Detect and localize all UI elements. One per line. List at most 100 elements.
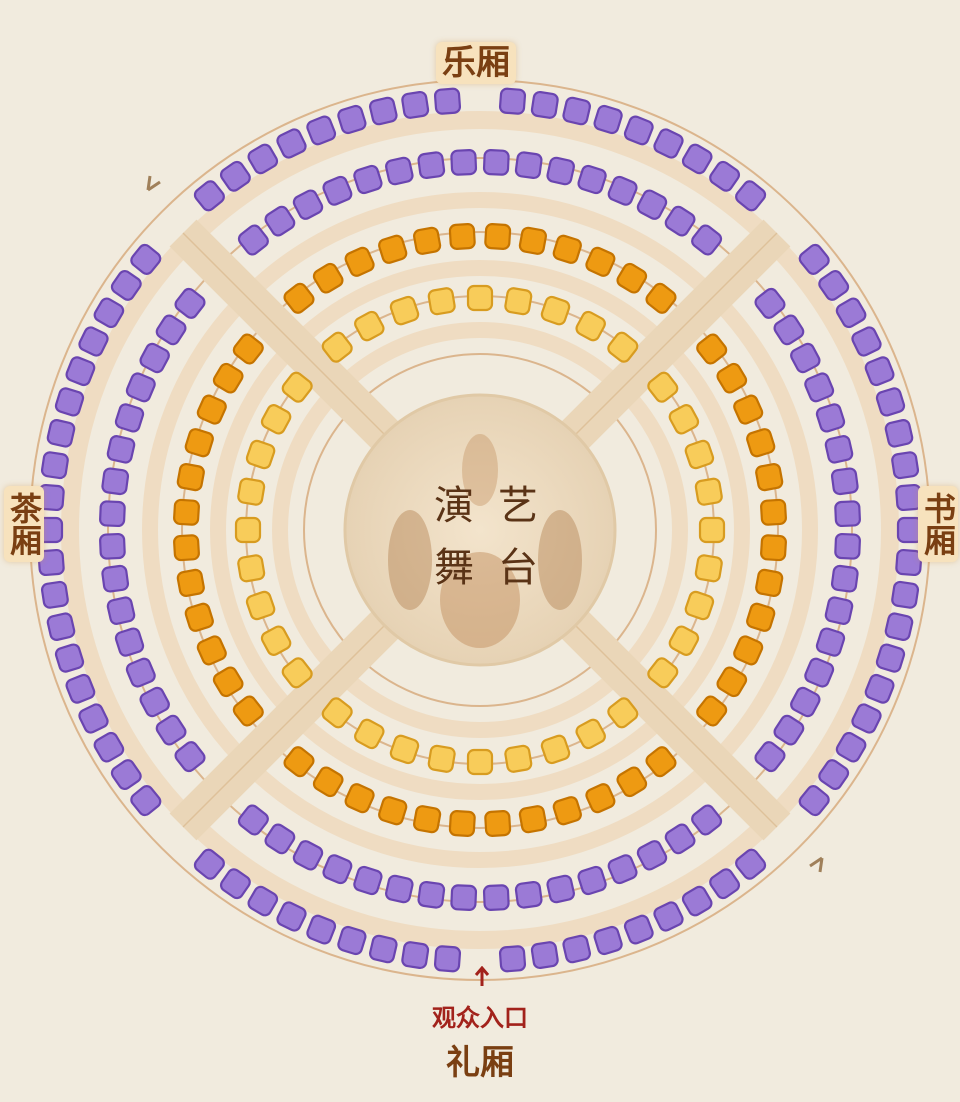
seat-purple[interactable] [652,127,684,159]
seat-orange[interactable] [173,534,200,562]
seat-yellow[interactable] [504,744,533,773]
seat-orange[interactable] [585,782,617,814]
seat-orange[interactable] [732,394,764,426]
seat-yellow[interactable] [260,403,293,436]
seat-purple[interactable] [834,532,861,560]
seat-orange[interactable] [615,262,648,295]
seat-orange[interactable] [746,602,776,632]
seat-orange[interactable] [212,362,245,395]
seat-purple[interactable] [401,941,430,970]
seat-orange[interactable] [413,226,442,255]
seat-purple[interactable] [99,500,126,528]
seat-yellow[interactable] [353,310,386,343]
seat-orange[interactable] [312,765,345,798]
seat-orange[interactable] [552,796,582,826]
seat-purple[interactable] [275,900,307,932]
seat-purple[interactable] [433,945,462,973]
seat-purple[interactable] [37,548,65,577]
seat-purple[interactable] [577,865,607,896]
seat-purple[interactable] [40,580,69,609]
seat-orange[interactable] [184,428,214,458]
seat-purple[interactable] [369,96,398,126]
seat-purple[interactable] [607,175,638,206]
seat-purple[interactable] [803,372,835,403]
seat-purple[interactable] [114,627,145,657]
seat-purple[interactable] [834,500,861,528]
seat-orange[interactable] [176,463,205,492]
seat-purple[interactable] [46,612,76,641]
seat-yellow[interactable] [694,477,723,506]
seat-purple[interactable] [875,387,906,417]
seat-purple[interactable] [54,387,85,417]
seat-purple[interactable] [482,884,510,911]
seat-purple[interactable] [817,269,850,302]
seat-purple[interactable] [734,847,768,881]
seat-yellow[interactable] [606,330,640,364]
seat-yellow[interactable] [684,590,715,621]
seat-orange[interactable] [282,745,316,779]
seat-purple[interactable] [817,758,850,791]
seat-purple[interactable] [385,156,414,186]
seat-purple[interactable] [623,115,654,146]
seat-purple[interactable] [263,822,296,855]
seat-purple[interactable] [369,934,398,964]
seat-orange[interactable] [196,635,228,667]
seat-purple[interactable] [353,164,383,195]
seat-orange[interactable] [695,694,729,728]
seat-yellow[interactable] [668,403,701,436]
seat-yellow[interactable] [320,330,354,364]
seat-yellow[interactable] [234,516,262,544]
seat-purple[interactable] [101,564,130,593]
seat-yellow[interactable] [540,295,571,326]
seat-yellow[interactable] [466,284,494,312]
seat-purple[interactable] [864,356,895,387]
seat-purple[interactable] [46,419,76,448]
seat-orange[interactable] [231,694,265,728]
seat-purple[interactable] [884,612,914,641]
seat-purple[interactable] [850,325,882,357]
seat-orange[interactable] [448,810,476,837]
seat-purple[interactable] [275,127,307,159]
seat-orange[interactable] [644,281,678,315]
seat-purple[interactable] [155,313,188,346]
seat-purple[interactable] [835,731,868,764]
seat-purple[interactable] [708,160,741,193]
seat-yellow[interactable] [606,696,640,730]
seat-purple[interactable] [664,205,697,238]
seat-purple[interactable] [690,223,724,257]
seat-purple[interactable] [106,596,136,625]
seat-purple[interactable] [99,532,126,560]
seat-orange[interactable] [282,281,316,315]
seat-yellow[interactable] [427,287,456,316]
seat-purple[interactable] [753,740,787,774]
seat-orange[interactable] [585,246,617,278]
seat-purple[interactable] [530,90,559,119]
seat-orange[interactable] [615,765,648,798]
seat-purple[interactable] [433,87,462,115]
seat-purple[interactable] [636,839,668,871]
seat-orange[interactable] [344,246,376,278]
seat-purple[interactable] [65,356,96,387]
seat-purple[interactable] [337,104,367,135]
seat-orange[interactable] [378,234,408,264]
seat-purple[interactable] [803,657,835,688]
seat-orange[interactable] [518,226,547,255]
seat-yellow[interactable] [540,734,571,765]
seat-purple[interactable] [292,188,324,220]
seat-orange[interactable] [746,428,776,458]
seat-orange[interactable] [518,805,547,834]
seat-yellow[interactable] [698,516,726,544]
seat-purple[interactable] [237,803,271,837]
seat-purple[interactable] [92,731,125,764]
seat-purple[interactable] [306,914,337,945]
seat-purple[interactable] [797,243,831,277]
seat-purple[interactable] [681,885,714,918]
seat-purple[interactable] [636,188,668,220]
seat-purple[interactable] [864,673,895,704]
seat-purple[interactable] [753,287,787,321]
seat-yellow[interactable] [320,696,354,730]
seat-orange[interactable] [312,262,345,295]
seat-orange[interactable] [413,805,442,834]
seat-orange[interactable] [552,234,582,264]
seat-purple[interactable] [401,90,430,119]
